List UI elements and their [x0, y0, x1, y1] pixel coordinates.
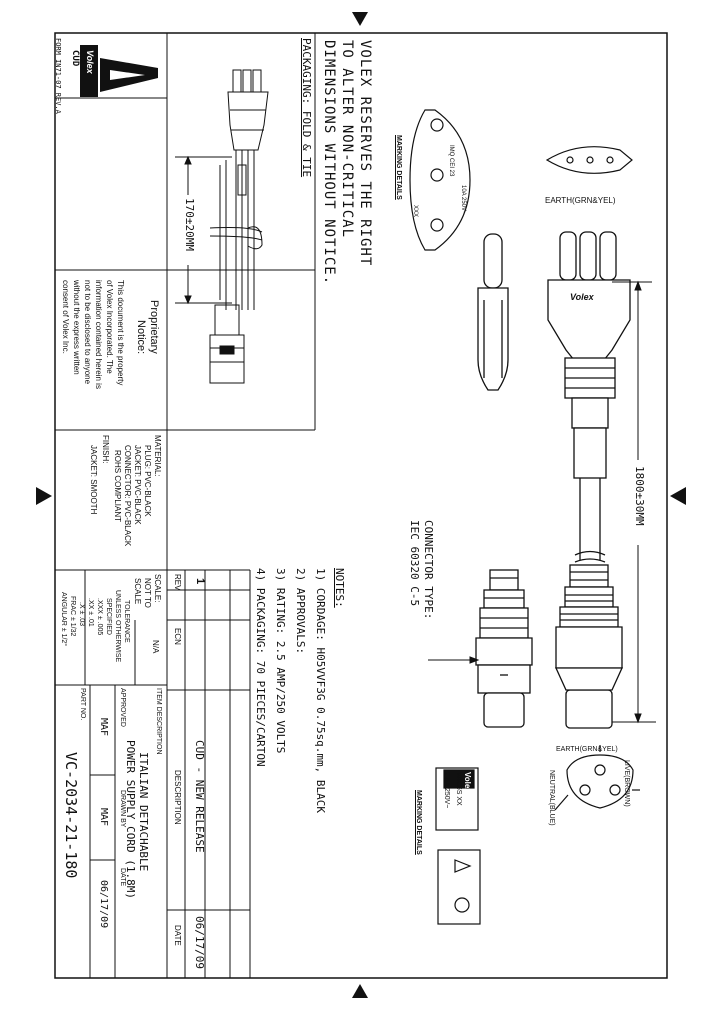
- plug-marking-line3: XXX: [412, 205, 418, 218]
- connector-live-label: LIVE(BROWN): [623, 760, 630, 807]
- tolerance-line-8: ANGULAR ± 1/2°: [60, 592, 67, 647]
- tolerance-line-7: FRAC ± 1/32: [69, 596, 76, 637]
- date-value: 06/17/09: [98, 880, 109, 929]
- part-no-value: VC-2034-21-180: [62, 752, 80, 879]
- plug-face-marking: [409, 109, 471, 251]
- proprietary-line-5: without the express written: [72, 280, 81, 375]
- top-center-mark: [352, 12, 368, 26]
- cord-length-label: 1800±30MM: [633, 466, 646, 526]
- connector-marking-plate: [435, 767, 481, 925]
- connector-face-marking: [554, 745, 640, 811]
- volex-logo-block: [80, 45, 98, 97]
- marking-details-top: MARKING DETAILS: [395, 135, 402, 200]
- note-3: 3) RATING: 2.5 AMP/250 VOLTS: [274, 568, 287, 754]
- finish-header: FINISH:: [101, 435, 110, 464]
- notice-line-1: VOLEX RESERVES THE RIGHT: [357, 40, 373, 267]
- approved-label: APPROVED: [119, 688, 126, 727]
- proprietary-line-3: information contained herein is: [94, 280, 103, 389]
- approved-value: MAF: [98, 718, 109, 737]
- date-header: DATE: [173, 925, 182, 946]
- rev-date: 06/17/09: [193, 916, 206, 969]
- form-number: FORM IN71-07 REV.A: [54, 38, 62, 114]
- description-header: DESCRIPTION: [173, 770, 182, 825]
- part-no-label: PART NO.: [79, 688, 86, 721]
- drawing-border: [54, 32, 668, 979]
- scale-value-2: SCALE: [133, 578, 142, 605]
- italian-plug-drawing: [547, 231, 631, 563]
- proprietary-line-4: not to be disclosed to anyone: [83, 280, 92, 385]
- connector-plate-brand: Volex: [463, 772, 472, 793]
- material-rohs: ROHS COMPLIANT: [113, 450, 122, 523]
- material-header: MATERIAL:: [153, 435, 162, 477]
- packaging-label: PACKAGING: FOLD & TIE: [300, 38, 313, 178]
- drawn-by-value: MAF: [98, 808, 109, 827]
- proprietary-title-2: Notice:: [135, 320, 147, 355]
- bottom-center-mark: [352, 984, 368, 998]
- item-description-line-1: ITALIAN DETACHABLE: [137, 752, 150, 872]
- drawn-by-label: DRAWN BY: [119, 790, 126, 828]
- date-label: DATE: [119, 868, 126, 887]
- fold-length-dimension: [175, 155, 232, 305]
- scale-value-1: NOT TO: [143, 578, 152, 608]
- rev-description: CUD - NEW RELEASE: [193, 740, 206, 853]
- material-plug: PLUG: PVC-BLACK: [143, 445, 152, 517]
- proprietary-line-2: of Volex Incorporated. The: [105, 280, 114, 374]
- cord-length-dimension: [612, 280, 656, 724]
- connector-type-value: IEC 60320 C-5: [408, 520, 421, 607]
- notes-title: NOTES:: [333, 568, 346, 608]
- material-jacket: JACKET: PVC-BLACK: [133, 445, 142, 525]
- rev-header: REV: [173, 574, 182, 591]
- company-division: CUD: [70, 50, 80, 67]
- note-2: 2) APPROVALS:: [294, 568, 307, 655]
- plug-face-small: [545, 146, 633, 174]
- item-description-label: ITEM DESCRIPTION: [155, 688, 162, 755]
- plug-brand-logo: Volex: [570, 292, 594, 302]
- notice-line-3: DIMENSIONS WITHOUT NOTICE.: [321, 40, 337, 286]
- folded-cord-sketch: [209, 69, 269, 384]
- tolerance-line-1: TOLERANCE: [123, 600, 130, 643]
- proprietary-line-6: consent of Volex Inc.: [61, 280, 70, 354]
- side-plug-drawing: [477, 233, 509, 391]
- connector-neutral-label: NEUTRAL(BLUE): [548, 770, 555, 826]
- ecn-value: N/A: [151, 640, 160, 654]
- connector-plate-line2: 2.5A 250V~: [443, 772, 450, 809]
- connector-plate-line1: VAC6S XX: [455, 772, 462, 806]
- tolerance-line-2: UNLESS OTHERWISE: [114, 590, 121, 663]
- tolerance-line-4: .XXX ± .005: [96, 598, 103, 636]
- tolerance-line-5: .XX ± .01: [87, 598, 94, 627]
- scale-label: SCALE:: [153, 574, 162, 603]
- connector-leader: [428, 656, 480, 664]
- notice-line-2: TO ALTER NON-CRITICAL: [339, 40, 355, 239]
- material-connector: CONNECTOR: PVC-BLACK: [123, 445, 132, 547]
- tolerance-line-3: SPECIFIED: [105, 598, 112, 635]
- marking-details-bottom: MARKING DETAILS: [415, 790, 422, 855]
- finish-value: JACKET: SMOOTH: [89, 445, 98, 515]
- proprietary-title-1: Proprietary: [148, 300, 160, 354]
- rev-value: 1: [194, 578, 206, 585]
- plug-marking-line2: 10A 250V~: [460, 185, 466, 215]
- connector-type-label: CONNECTOR TYPE:: [422, 520, 435, 620]
- ecn-header: ECN: [173, 628, 182, 645]
- c5-connector-drawing: [554, 564, 624, 729]
- plug-marking-line1: IMQ CEI 23: [448, 145, 454, 177]
- connector-earth-label: EARTH(GRN&YEL): [556, 746, 618, 753]
- earth-top-label: EARTH(GRN&YEL): [545, 196, 616, 205]
- right-center-mark: [670, 487, 686, 505]
- proprietary-line-1: This document is the property: [116, 280, 125, 386]
- tolerance-line-6: .X ± .03: [78, 602, 85, 627]
- fold-length-label: 170±20MM: [183, 198, 196, 251]
- company-logo-text: Volex: [85, 50, 95, 74]
- note-1: 1) CORDAGE: H05VVF3G 0.75sq.mm, BLACK: [314, 568, 327, 814]
- note-4: 4) PACKAGING: 70 PIECES/CARTON: [254, 568, 267, 767]
- c5-connector-side-drawing: [475, 569, 533, 728]
- left-center-mark: [36, 487, 52, 505]
